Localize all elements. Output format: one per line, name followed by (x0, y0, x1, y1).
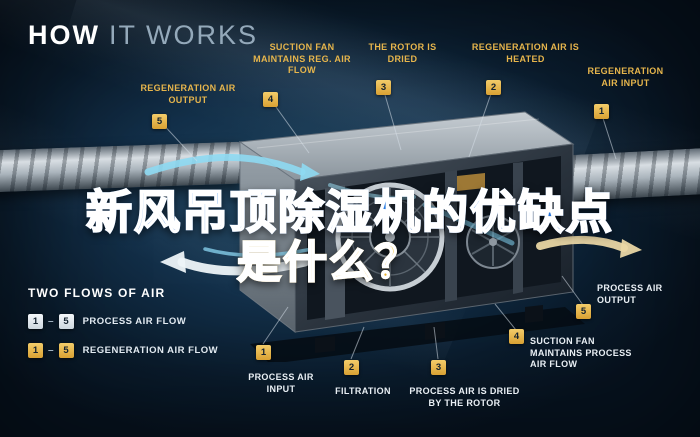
step-badge-process-2: 2 (344, 360, 359, 375)
callout-suction-fan-process: SUCTION FAN MAINTAINS PROCESS AIR FLOW (530, 336, 632, 370)
legend-regen-label: REGENERATION AIR FLOW (82, 345, 219, 356)
step-badge-process-4: 4 (509, 329, 524, 344)
callout-regen-air-heated: REGENERATION AIR IS HEATED (471, 42, 580, 64)
step-badge-process-1: 1 (256, 345, 271, 360)
title-how: HOW (28, 20, 100, 50)
legend-process-label: PROCESS AIR FLOW (82, 316, 187, 327)
callout-suction-fan-reg: SUCTION FAN MAINTAINS REG. AIR FLOW (253, 42, 351, 76)
headline-overlay-line2: 是什么？ (236, 226, 421, 290)
callout-process-air-dried: PROCESS AIR IS DRIED BY THE ROTOR (409, 386, 520, 408)
callout-rotor-is-dried: THE ROTOR IS DRIED (368, 42, 437, 64)
callout-regeneration-air-output: REGENERATION AIR OUTPUT (140, 83, 236, 105)
step-badge-regen-3: 3 (376, 80, 391, 95)
step-badge-regen-4: 4 (263, 92, 278, 107)
legend-process-end-badge: 5 (58, 314, 74, 329)
legend-process-start-badge: 1 (28, 314, 43, 329)
step-badge-regen-5: 5 (152, 114, 167, 129)
step-badge-regen-1: 1 (594, 104, 609, 119)
callout-process-air-input: PROCESS AIR INPUT (248, 372, 314, 394)
step-badge-regen-2: 2 (486, 80, 501, 95)
title-it-works: IT WORKS (108, 20, 258, 50)
legend-regen-start-badge: 1 (28, 343, 43, 358)
legend-dash: – (48, 316, 54, 327)
callout-filtration: FILTRATION (335, 386, 391, 396)
legend-title: TWO FLOWS OF AIR (28, 286, 166, 300)
legend-regen-end-badge: 5 (58, 343, 74, 358)
callout-process-air-output: PROCESS AIR OUTPUT (597, 283, 663, 305)
legend-process-flow: 1 – 5 PROCESS AIR FLOW (28, 314, 218, 329)
legend-dash: – (48, 345, 54, 356)
callout-regeneration-air-input: REGENERATION AIR INPUT (587, 66, 664, 88)
page-title: HOW IT WORKS (28, 20, 258, 51)
step-badge-process-5: 5 (576, 304, 591, 319)
legend-two-flows: TWO FLOWS OF AIR 1 – 5 PROCESS AIR FLOW … (28, 286, 218, 358)
headline-overlay-line1: 新风吊顶除湿机的优缺点 (85, 176, 614, 242)
legend-regeneration-flow: 1 – 5 REGENERATION AIR FLOW (28, 343, 218, 358)
step-badge-process-3: 3 (431, 360, 446, 375)
